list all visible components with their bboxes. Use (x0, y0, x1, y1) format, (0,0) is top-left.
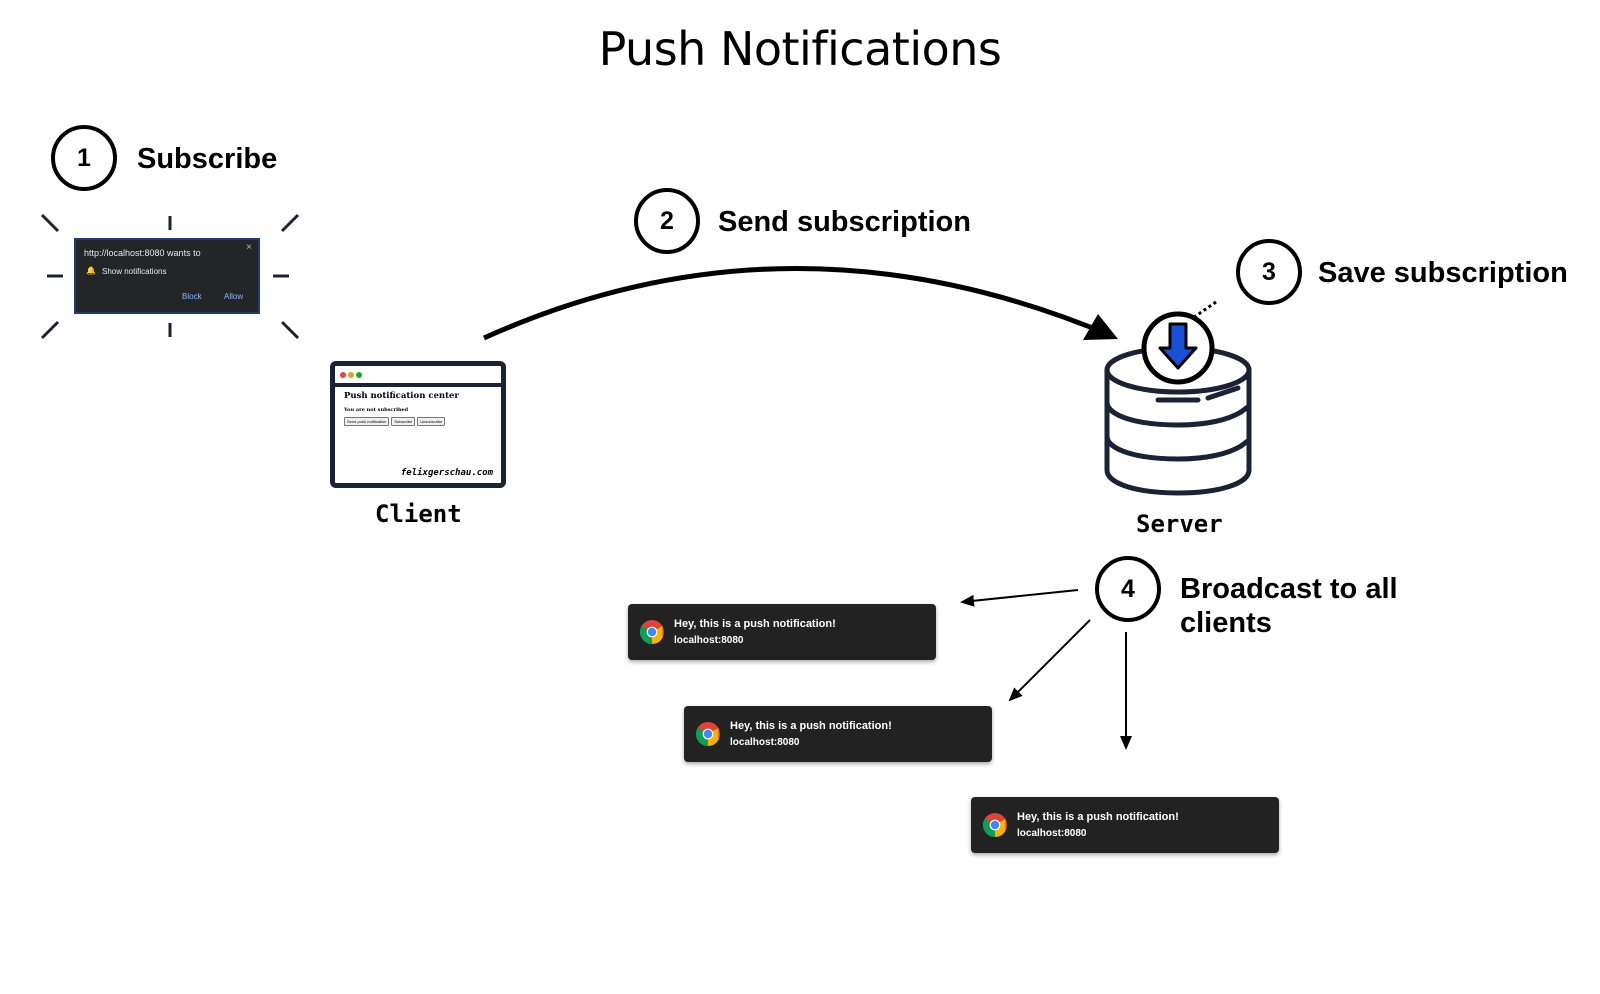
chrome-icon (696, 722, 720, 746)
sparkle-rays (40, 213, 300, 340)
notification-permission-popup: http://localhost:8080 wants to × 🔔 Show … (74, 238, 260, 314)
page-title: Push Notifications (598, 22, 1002, 76)
subscription-status: You are not subscribed (344, 407, 409, 413)
client-page-title: Push notification center (344, 391, 459, 401)
step-4-label-line-2: clients (1180, 607, 1272, 639)
notification-origin: localhost:8080 (1017, 828, 1087, 839)
step-1-badge: 1 (51, 125, 117, 191)
block-button[interactable]: Block (182, 292, 202, 301)
step-2-badge: 2 (634, 188, 700, 254)
client-browser-window: Push notification center You are not sub… (330, 361, 506, 488)
download-arrow-icon (1158, 322, 1198, 370)
subscribe-button[interactable]: Subscribe (391, 417, 416, 426)
step-4-badge: 4 (1095, 556, 1161, 622)
notification-title: Hey, this is a push notification! (674, 618, 836, 630)
chrome-icon (983, 813, 1007, 837)
chrome-icon (640, 620, 664, 644)
step-3-badge: 3 (1236, 239, 1302, 305)
client-label: Client (375, 500, 462, 528)
close-icon[interactable]: × (246, 242, 252, 253)
close-dot-icon (340, 372, 346, 378)
step-4-label: Broadcast to all clients (1180, 572, 1398, 640)
broadcast-arrow-2 (1008, 619, 1091, 702)
notification-title: Hey, this is a push notification! (730, 720, 892, 732)
step-2-label: Send subscription (718, 206, 971, 238)
site-watermark: felixgerschau.com (400, 468, 493, 478)
notification-origin: localhost:8080 (674, 635, 744, 646)
unsubscribe-button[interactable]: Unsubscribe (417, 417, 446, 426)
database-icon (1104, 311, 1252, 496)
step-1-label: Subscribe (137, 143, 278, 175)
server-label: Server (1136, 510, 1223, 538)
bell-icon: 🔔 (86, 266, 96, 275)
browser-title-bar (335, 366, 501, 387)
send-push-button[interactable]: Send push notification (344, 417, 390, 426)
notification-origin: localhost:8080 (730, 737, 800, 748)
popup-message: Show notifications (102, 267, 167, 276)
maximize-dot-icon (356, 372, 362, 378)
push-notification-toast[interactable]: Hey, this is a push notification! localh… (684, 706, 992, 762)
minimize-dot-icon (348, 372, 354, 378)
push-notification-toast[interactable]: Hey, this is a push notification! localh… (628, 604, 936, 660)
allow-button[interactable]: Allow (224, 292, 244, 301)
notification-title: Hey, this is a push notification! (1017, 811, 1179, 823)
broadcast-arrow-1 (960, 589, 1079, 607)
push-notification-toast[interactable]: Hey, this is a push notification! localh… (971, 797, 1279, 853)
step-4-label-line-1: Broadcast to all (1180, 573, 1398, 605)
step-3-label: Save subscription (1318, 257, 1568, 289)
send-subscription-arrow (482, 266, 1113, 341)
popup-host-text: http://localhost:8080 wants to (84, 248, 201, 258)
